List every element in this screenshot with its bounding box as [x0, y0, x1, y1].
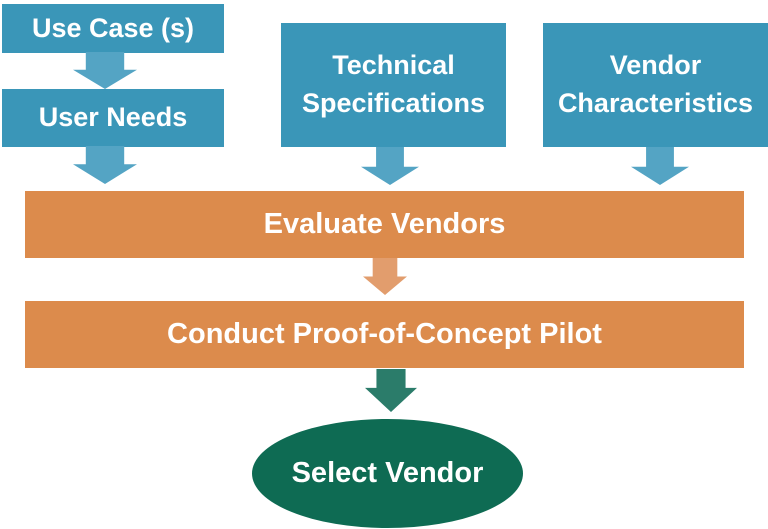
node-select-vendor: Select Vendor — [252, 419, 523, 528]
node-user-needs: User Needs — [2, 89, 224, 147]
arrow-down-icon — [73, 146, 137, 184]
node-vendor-characteristics-label: Vendor Characteristics — [557, 50, 754, 118]
node-user-needs-label: User Needs — [38, 102, 188, 133]
node-evaluate-vendors: Evaluate Vendors — [25, 191, 744, 258]
arrow-down-icon — [631, 147, 689, 185]
node-evaluate-vendors-label: Evaluate Vendors — [263, 208, 506, 240]
node-conduct-proof-of-concept-pilot-label: Conduct Proof-of-Concept Pilot — [167, 318, 602, 350]
arrow-down-icon — [363, 258, 407, 295]
node-use-case-label: Use Case (s) — [31, 12, 195, 43]
node-technical-specifications-label: Technical Specifications — [301, 50, 486, 118]
node-select-vendor-label: Select Vendor — [291, 457, 484, 489]
arrow-down-icon — [361, 147, 419, 185]
node-use-case: Use Case (s) — [2, 4, 224, 53]
node-conduct-proof-of-concept-pilot: Conduct Proof-of-Concept Pilot — [25, 301, 744, 368]
arrow-down-icon — [73, 52, 137, 89]
node-technical-specifications: Technical Specifications — [281, 23, 506, 147]
arrow-down-icon — [365, 369, 417, 412]
node-vendor-characteristics: Vendor Characteristics — [543, 23, 768, 147]
